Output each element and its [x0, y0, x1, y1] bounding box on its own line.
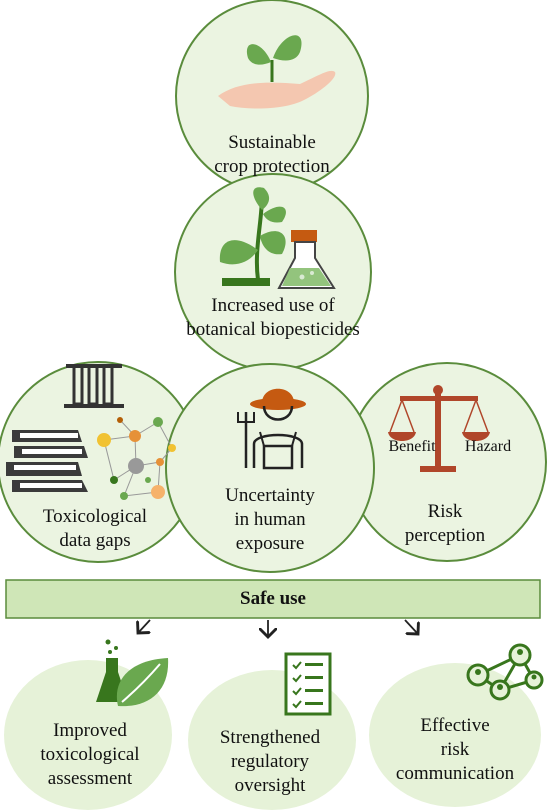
checklist-icon — [284, 652, 332, 716]
flask-leaf-icon — [96, 639, 169, 707]
hazard-label: Hazard — [464, 438, 512, 455]
middle-circle-label: Increased use of botanical biopesticides — [186, 295, 360, 340]
center-circle-label: Uncertainty in human exposure — [225, 485, 315, 554]
outcome-3-label: Effective risk communication — [395, 715, 515, 784]
farmer-icon — [237, 388, 306, 470]
plant-in-hand-icon — [218, 35, 336, 109]
safe-use-bar — [5, 579, 541, 619]
arrow-right — [404, 619, 418, 634]
plant-flask-icon — [219, 187, 336, 289]
right-circle-label: Risk perception — [404, 501, 486, 546]
people-network-icon — [466, 643, 544, 701]
balance-scale-icon — [388, 385, 490, 472]
top-circle-label: Sustainable crop protection — [214, 132, 330, 177]
benefit-label: Benefit — [388, 438, 436, 455]
safe-use-label: Safe use — [240, 588, 306, 609]
network-icon — [97, 417, 176, 500]
left-circle-label: Toxicological data gaps — [42, 506, 148, 551]
outcome-1-label: Improved toxicological assessment — [40, 720, 140, 789]
outcome-2-label: Strengthened regulatory oversight — [219, 727, 321, 796]
arrow-left — [138, 619, 150, 633]
books-icon — [6, 430, 88, 492]
books-network-icon — [6, 364, 176, 500]
